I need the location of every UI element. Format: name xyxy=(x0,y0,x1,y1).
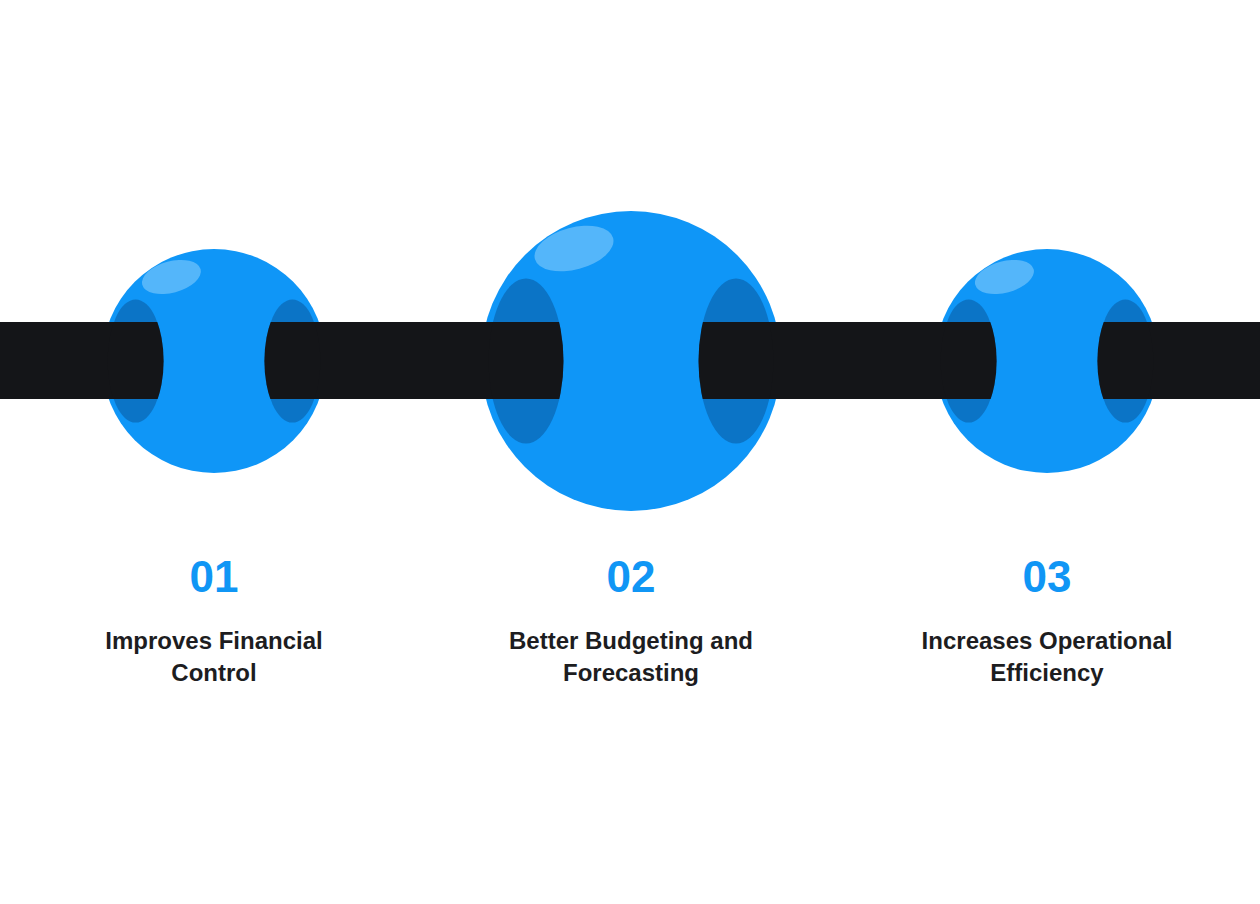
step-label: Improves Financial Control xyxy=(79,625,349,689)
bead-hole xyxy=(941,299,997,422)
bead-body xyxy=(935,249,1159,473)
bead-hole xyxy=(699,279,774,444)
bead xyxy=(100,249,328,473)
bead xyxy=(933,249,1161,473)
step-label: Better Budgeting and Forecasting xyxy=(481,625,781,689)
bead xyxy=(479,211,783,511)
bead-hole xyxy=(108,299,164,422)
bar-segment xyxy=(264,322,320,399)
step-number: 03 xyxy=(1023,553,1072,601)
bar-segment xyxy=(108,322,164,399)
bar-segment xyxy=(1097,322,1153,399)
bar-segment xyxy=(489,322,564,399)
bead-hole xyxy=(489,279,564,444)
bead-highlight xyxy=(138,254,205,300)
bead-hole xyxy=(264,299,320,422)
step-label: Increases Operational Efficiency xyxy=(892,625,1202,689)
bead-highlight xyxy=(971,254,1038,300)
bead-body xyxy=(481,211,781,511)
bead-highlight xyxy=(529,218,618,280)
bar-segment xyxy=(699,322,774,399)
step-number: 01 xyxy=(190,553,239,601)
bar-segment xyxy=(941,322,997,399)
step-number: 02 xyxy=(607,553,656,601)
bead-body xyxy=(102,249,326,473)
bead-hole xyxy=(1097,299,1153,422)
